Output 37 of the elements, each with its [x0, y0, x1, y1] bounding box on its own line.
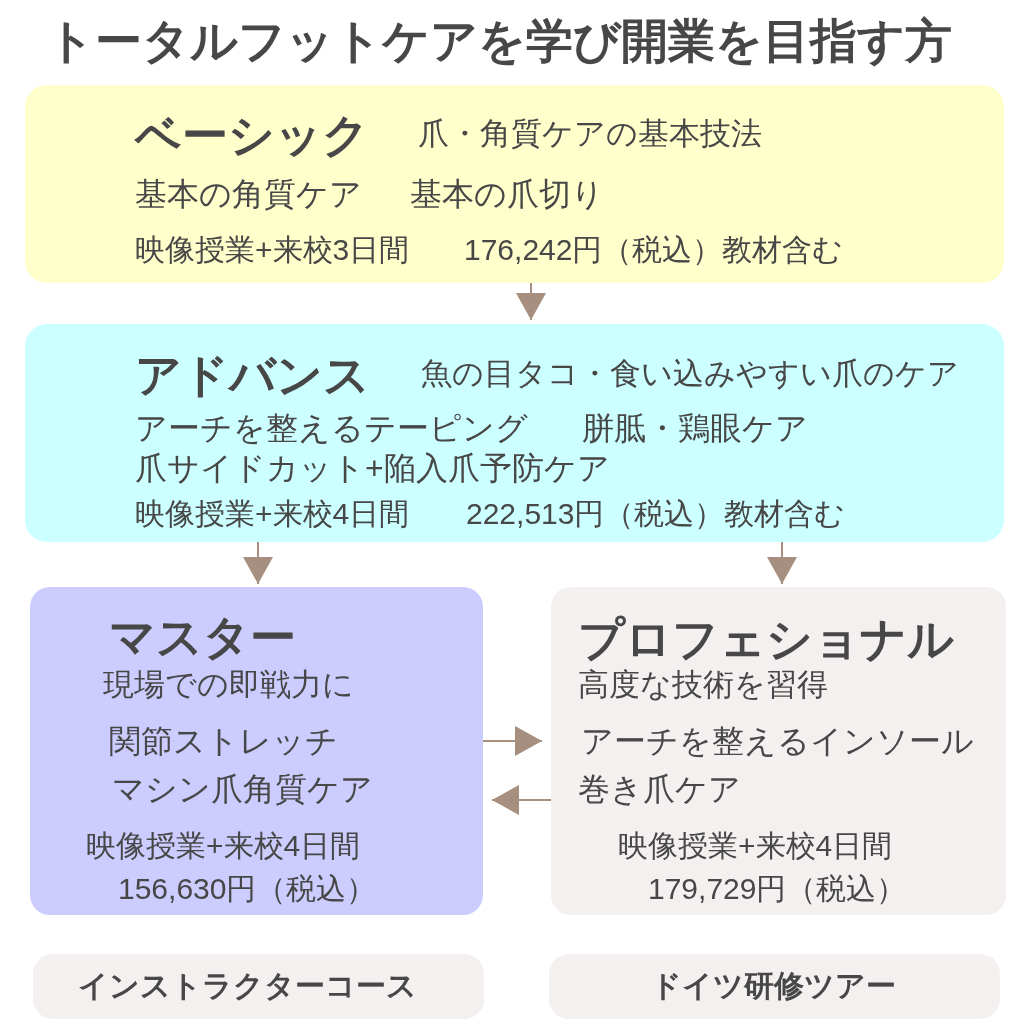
skill-item: 基本の角質ケア — [135, 174, 362, 214]
course-tagline: 高度な技術を習得 — [578, 666, 828, 704]
skill-item: 胼胝・鶏眼ケア — [582, 408, 808, 448]
course-box — [551, 587, 1006, 915]
skill-item: 爪サイドカット+陥入爪予防ケア — [135, 448, 610, 488]
course-name: プロフェショナル — [578, 612, 954, 668]
skill-item: アーチを整えるテーピング — [135, 408, 528, 448]
course-tagline: 現場での即戦力に — [103, 666, 354, 704]
course-schedule: 映像授業+来校3日間 — [135, 232, 410, 268]
course-schedule: 映像授業+来校4日間 — [135, 496, 410, 532]
arrow — [482, 726, 543, 756]
course-price: 176,242円（税込）教材含む — [464, 232, 844, 268]
skill-item: 関節ストレッチ — [109, 721, 338, 761]
skill-item: マシン爪角質ケア — [112, 769, 373, 809]
arrow — [491, 785, 552, 815]
skill-item: 巻き爪ケア — [578, 769, 741, 809]
skill-item: アーチを整えるインソール — [581, 721, 974, 761]
course-name: マスター — [109, 610, 296, 666]
course-box — [25, 324, 1004, 542]
course-box — [30, 587, 483, 915]
arrow — [243, 541, 273, 585]
course-tagline: 魚の目タコ・食い込みやすい爪のケア — [421, 355, 959, 393]
course-name: ドイツ研修ツアー — [651, 968, 896, 1004]
course-name: アドバンス — [135, 348, 370, 404]
course-name: ベーシック — [135, 108, 369, 164]
arrow — [767, 541, 797, 585]
course-name: インストラクターコース — [78, 968, 417, 1004]
course-tagline: 爪・角質ケアの基本技法 — [418, 115, 762, 153]
course-box — [25, 85, 1004, 283]
skill-item: 基本の爪切り — [410, 174, 604, 214]
course-price: 179,729円（税込） — [648, 871, 907, 907]
arrow — [516, 282, 546, 321]
course-price: 222,513円（税込）教材含む — [466, 496, 846, 532]
course-schedule: 映像授業+来校4日間 — [618, 828, 893, 864]
page-title: トータルフットケアを学び開業を目指す方 — [47, 12, 952, 69]
course-schedule: 映像授業+来校4日間 — [86, 828, 361, 864]
course-price: 156,630円（税込） — [118, 871, 377, 907]
